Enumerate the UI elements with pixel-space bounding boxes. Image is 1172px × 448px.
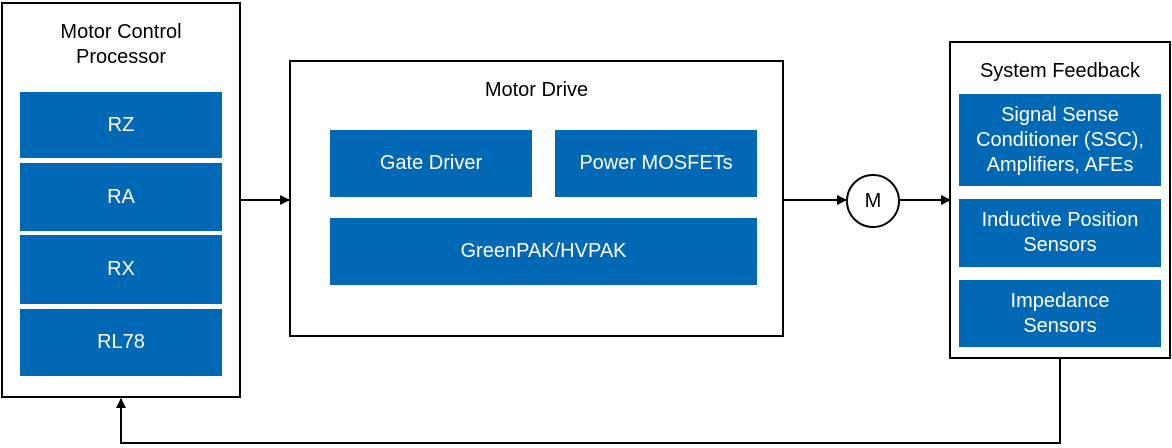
processor-title: Motor Control Processor bbox=[3, 20, 239, 70]
power-mosfets-block: Power MOSFETs bbox=[555, 130, 757, 197]
gate-driver-block: Gate Driver bbox=[330, 130, 532, 197]
processor-rz-block: RZ bbox=[20, 92, 222, 158]
processor-ra-block: RA bbox=[20, 163, 222, 231]
impedance-line2: Sensors bbox=[1023, 314, 1097, 337]
motor-drive-title: Motor Drive bbox=[484, 79, 589, 101]
ssc-line3: Amplifiers, AFEs bbox=[986, 153, 1134, 176]
ssc-line1: Signal Sense bbox=[1001, 103, 1119, 126]
inductive-line1: Inductive Position bbox=[981, 209, 1139, 231]
signal-sense-conditioner-block: Signal Sense Conditioner (SSC), Amplifie… bbox=[959, 94, 1161, 186]
system-feedback-title: System Feedback bbox=[979, 60, 1141, 82]
motor-drive-frame: Motor Drive bbox=[289, 60, 784, 337]
processor-title-line2: Processor bbox=[75, 46, 167, 68]
impedance-sensors-block: Impedance Sensors bbox=[959, 280, 1161, 347]
motor-symbol: M bbox=[846, 174, 900, 228]
inductive-position-sensors-block: Inductive Position Sensors bbox=[959, 199, 1161, 267]
processor-rx-block: RX bbox=[20, 235, 222, 304]
impedance-line1: Impedance bbox=[1010, 289, 1110, 312]
processor-rl78-block: RL78 bbox=[20, 309, 222, 376]
ssc-line2: Conditioner (SSC), bbox=[976, 128, 1144, 151]
processor-title-line1: Motor Control bbox=[60, 21, 182, 43]
feedback-loop-arrow bbox=[116, 358, 1061, 444]
greenpak-hvpak-block: GreenPAK/HVPAK bbox=[330, 218, 757, 285]
motor-label: M bbox=[864, 189, 882, 212]
inductive-line2: Sensors bbox=[1023, 234, 1097, 256]
